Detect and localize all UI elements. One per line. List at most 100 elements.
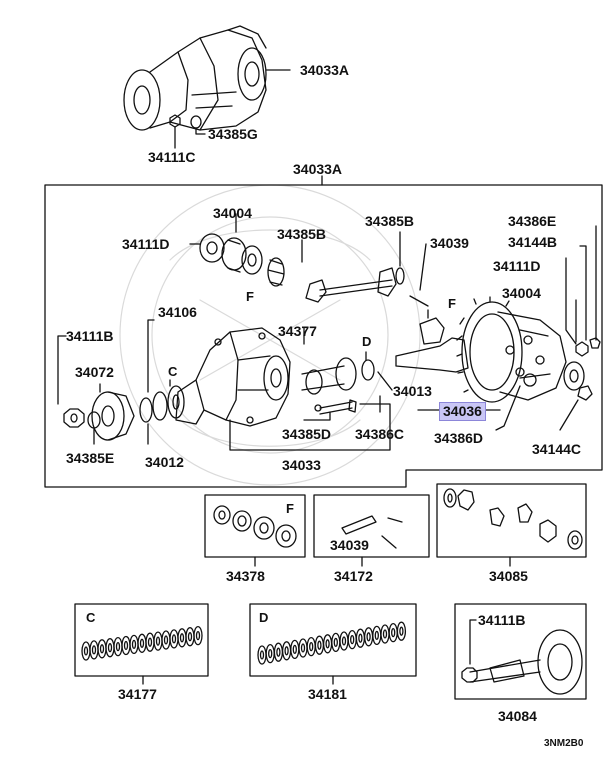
- shim-ring: [129, 634, 139, 655]
- shim-ring-hole: [139, 638, 145, 648]
- kit-box-34181: [249, 603, 417, 685]
- part-label-34085: 34085: [489, 568, 528, 584]
- shim-ring: [177, 628, 187, 648]
- shim-ring: [331, 632, 341, 653]
- shim-ring-hole: [333, 637, 338, 648]
- shim-ring: [113, 636, 123, 657]
- part-label-34385b-b: 34385B: [365, 213, 415, 229]
- shim-ring-hole: [341, 636, 347, 646]
- shim-ring: [388, 622, 398, 643]
- shim-ring-hole: [268, 648, 273, 659]
- shim-ring-hole: [350, 634, 355, 645]
- shim-ring-hole: [382, 629, 388, 639]
- shim-ring: [169, 629, 179, 649]
- shim-ring-hole: [358, 633, 363, 643]
- part-label-34172: 34172: [334, 568, 373, 584]
- shim-ring-hole: [292, 644, 297, 655]
- marker-f-left: F: [246, 289, 254, 304]
- shim-ring: [97, 639, 107, 659]
- shim-ring-hole: [107, 643, 113, 653]
- shim-ring: [347, 629, 357, 650]
- shim-ring: [81, 641, 91, 661]
- shim-ring: [193, 625, 203, 646]
- shim-ring: [290, 639, 300, 660]
- shim-ring: [265, 643, 275, 664]
- part-label-34386d: 34386D: [434, 430, 484, 446]
- part-label-34181: 34181: [308, 686, 347, 702]
- marker-f-mid: F: [448, 296, 456, 311]
- shim-ring: [185, 627, 195, 647]
- shim-ring-hole: [195, 630, 201, 641]
- part-label-34084: 34084: [498, 708, 537, 724]
- part-label-34039-main: 34039: [430, 235, 469, 251]
- shim-ring: [380, 624, 390, 644]
- part-label-34111c: 34111C: [148, 149, 196, 165]
- kit-box-34084: [454, 603, 587, 700]
- part-label-34378: 34378: [226, 568, 265, 584]
- main-exploded-view-frame: [44, 184, 603, 488]
- shim-ring: [121, 635, 131, 656]
- kit-box-34378: [204, 494, 306, 567]
- part-label-34039-kit: 34039: [330, 537, 369, 553]
- pinion-flange-parts: [57, 319, 185, 445]
- part-label-34385e: 34385E: [66, 450, 115, 466]
- kit-box-34085: [436, 483, 587, 567]
- shim-ring: [89, 640, 99, 660]
- shim-ring: [257, 645, 267, 665]
- shim-ring-hole: [300, 643, 306, 653]
- carrier-housing: [175, 327, 393, 451]
- shim-ring-hole: [317, 640, 322, 650]
- shim-ring: [145, 632, 155, 652]
- shim-ring: [363, 627, 374, 647]
- part-label-34385d: 34385D: [282, 426, 332, 442]
- differential-assembly-illustration: [123, 25, 291, 149]
- kit-box-34172: [313, 494, 430, 567]
- shim-ring-hole: [187, 632, 193, 642]
- part-label-34033: 34033: [282, 457, 321, 473]
- part-label-34386c: 34386C: [355, 426, 405, 442]
- shim-ring-hole: [366, 632, 371, 642]
- marker-d-main: D: [362, 334, 372, 349]
- shim-ring-hole: [147, 637, 153, 647]
- marker-c-main: C: [168, 364, 178, 379]
- shim-ring: [339, 631, 349, 651]
- shim-ring: [306, 636, 316, 657]
- pinion-shaft: [301, 231, 429, 307]
- marker-f-kit: F: [286, 501, 294, 516]
- part-label-34012: 34012: [145, 454, 184, 470]
- part-label-34111d-left: 34111D: [122, 236, 170, 252]
- shim-ring: [153, 631, 163, 651]
- shim-ring: [105, 638, 115, 658]
- shim-ring: [273, 642, 284, 662]
- shim-ring-hole: [391, 627, 396, 638]
- shim-stack-c: [81, 625, 203, 661]
- part-label-34111b-kit: 34111B: [478, 612, 526, 628]
- shim-ring-hole: [259, 650, 265, 660]
- marker-c-kit: C: [86, 610, 96, 625]
- shim-ring-hole: [325, 639, 330, 649]
- shim-ring: [396, 621, 407, 641]
- shim-ring-hole: [155, 636, 161, 646]
- shim-ring-hole: [399, 626, 404, 636]
- shim-ring-hole: [171, 634, 177, 644]
- part-label-34033a-box: 34033A: [293, 161, 343, 177]
- shim-ring-hole: [284, 646, 289, 656]
- shim-ring-hole: [115, 641, 121, 652]
- shim-ring-hole: [83, 646, 89, 656]
- part-label-34111d-right: 34111D: [493, 258, 541, 274]
- shim-ring: [298, 638, 308, 658]
- part-label-34036-highlighted[interactable]: 34036: [439, 402, 486, 421]
- part-label-34386e: 34386E: [508, 213, 557, 229]
- part-label-34144c: 34144C: [532, 441, 582, 457]
- shim-ring-hole: [99, 644, 105, 654]
- shim-ring: [161, 630, 171, 650]
- shim-ring: [281, 641, 292, 661]
- ring-gear-and-case: [395, 225, 601, 431]
- shim-ring-hole: [179, 633, 185, 643]
- marker-d-kit: D: [259, 610, 269, 625]
- part-label-34111b-left: 34111B: [66, 328, 114, 344]
- part-label-34013: 34013: [393, 383, 432, 399]
- shim-ring-hole: [123, 640, 129, 651]
